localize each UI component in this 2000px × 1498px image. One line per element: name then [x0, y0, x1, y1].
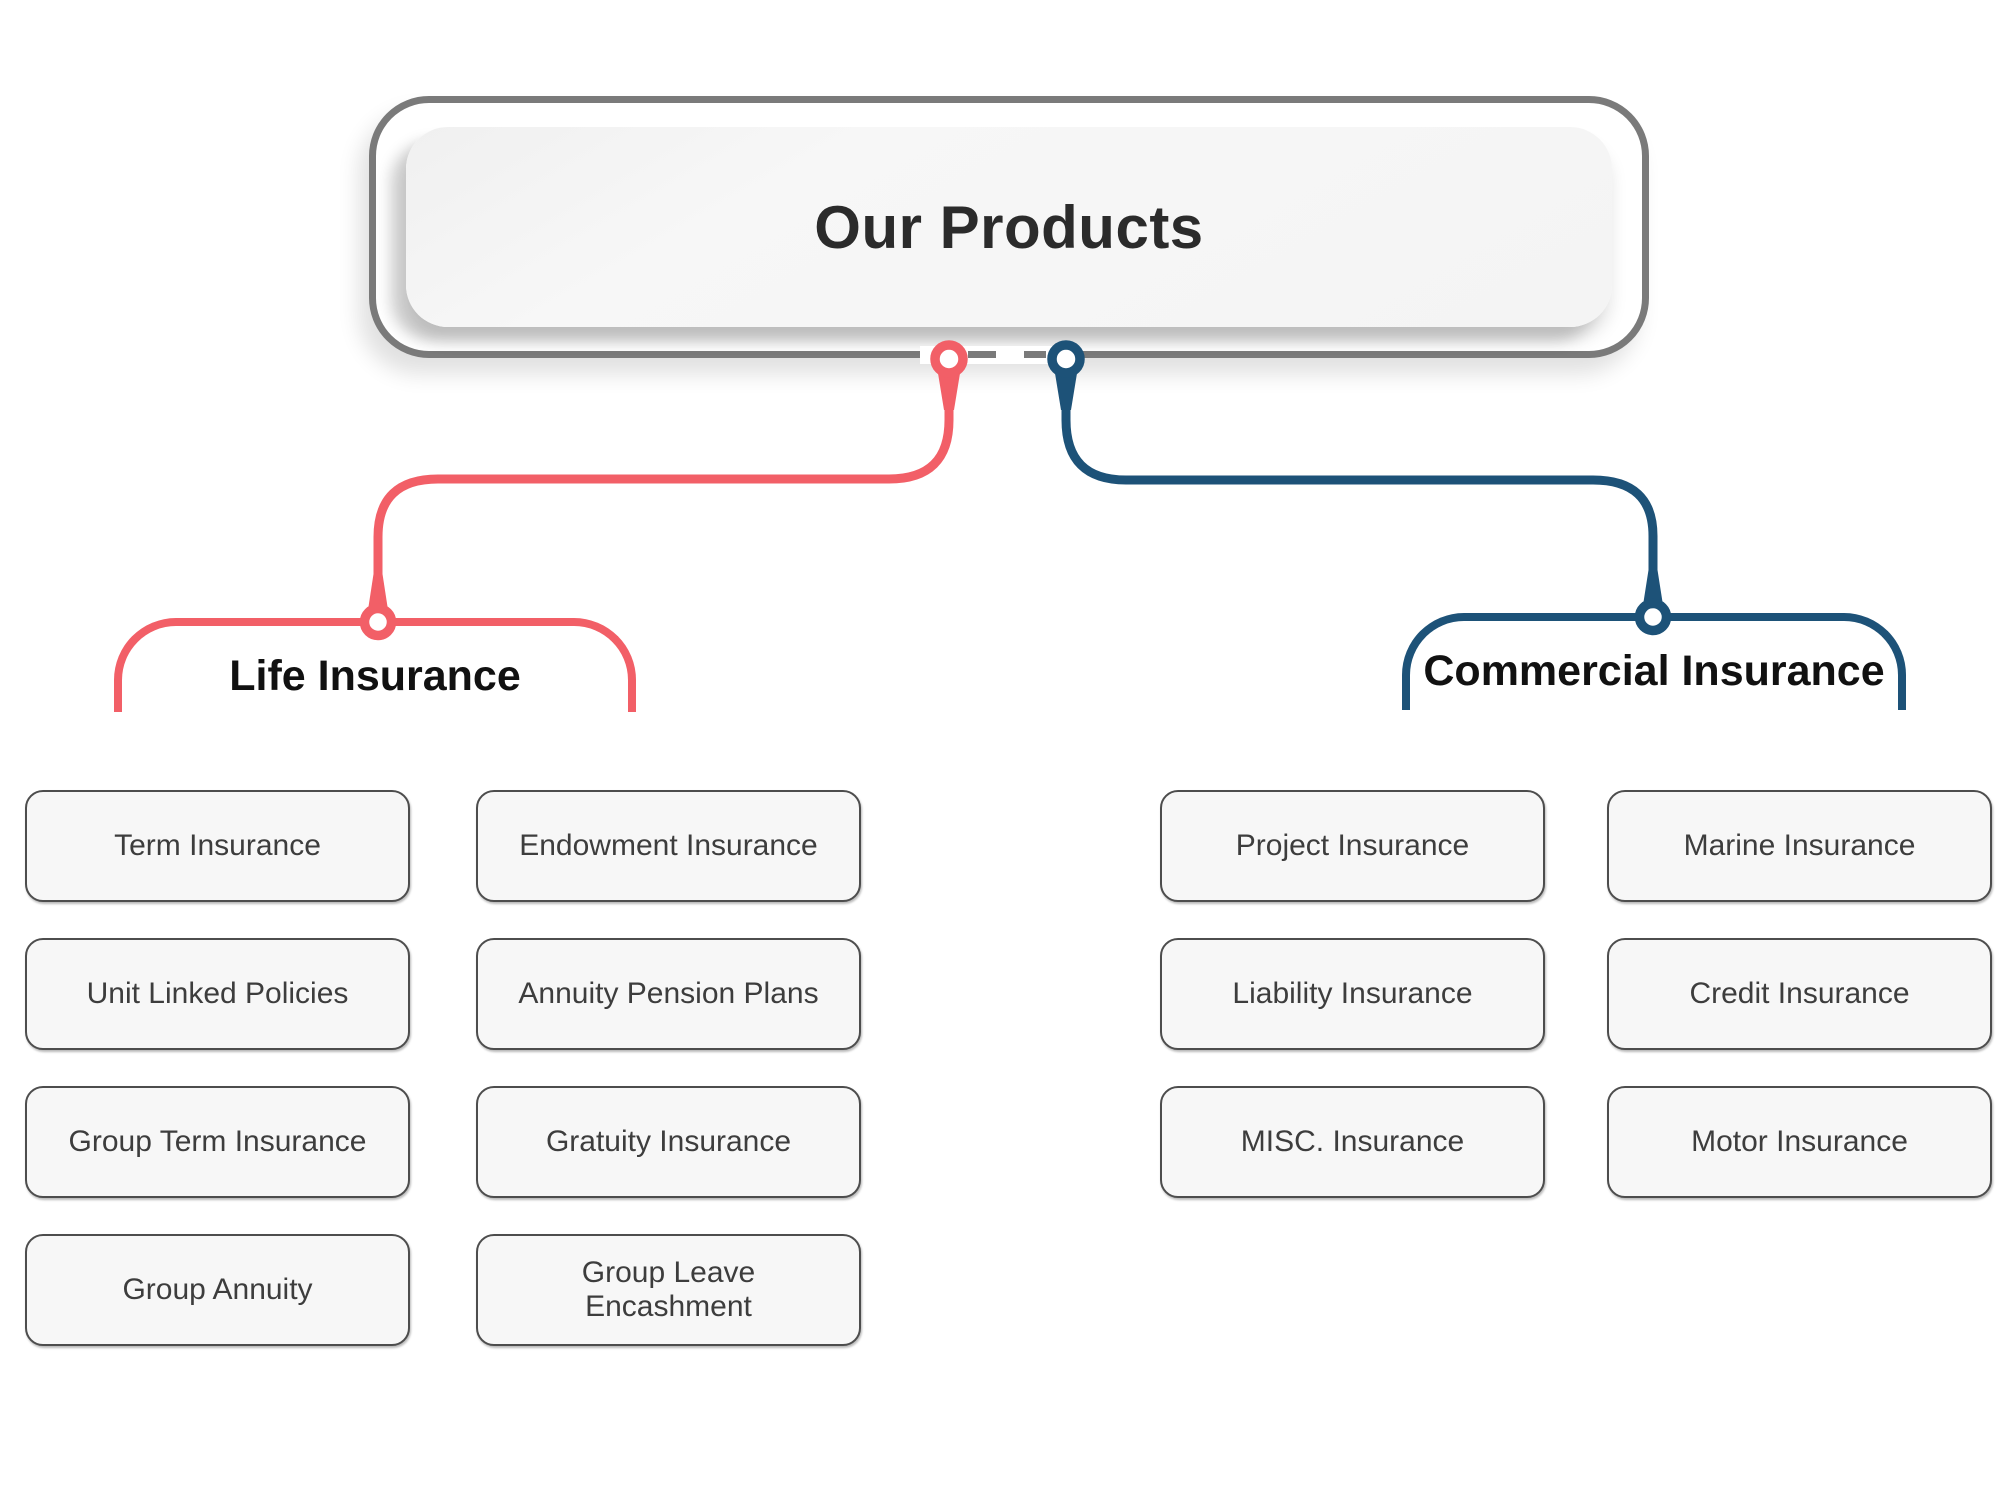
product-box-project-insurance: Project Insurance [1160, 790, 1545, 902]
product-box-term-insurance: Term Insurance [25, 790, 410, 902]
product-label: Group Leave Encashment [581, 1255, 756, 1324]
product-box-group-annuity: Group Annuity [25, 1234, 410, 1346]
product-label: Unit Linked Policies [86, 976, 349, 1010]
product-box-motor-insurance: Motor Insurance [1607, 1086, 1992, 1198]
product-label: Credit Insurance [1689, 976, 1910, 1010]
product-label: MISC. Insurance [1240, 1124, 1465, 1158]
product-box-liability-insurance: Liability Insurance [1160, 938, 1545, 1050]
product-box-unit-linked-policies: Unit Linked Policies [25, 938, 410, 1050]
product-label: Project Insurance [1235, 828, 1470, 862]
product-box-gratuity-insurance: Gratuity Insurance [476, 1086, 861, 1198]
product-box-endowment-insurance: Endowment Insurance [476, 790, 861, 902]
product-label: Annuity Pension Plans [518, 976, 819, 1010]
product-box-credit-insurance: Credit Insurance [1607, 938, 1992, 1050]
page-title: Our Products [814, 193, 1204, 261]
commercial-group-box: Commercial Insurance [1402, 613, 1906, 710]
commercial-connector-line [1061, 396, 1658, 606]
product-box-marine-insurance: Marine Insurance [1607, 790, 1992, 902]
product-box-group-leave-encashment: Group Leave Encashment [476, 1234, 861, 1346]
product-label: Liability Insurance [1232, 976, 1473, 1010]
product-label: Gratuity Insurance [545, 1124, 792, 1158]
title-inner-panel: Our Products [406, 127, 1612, 327]
life-product-grid: Term Insurance Endowment Insurance Unit … [25, 790, 861, 1346]
life-pin-tail-icon [936, 361, 962, 410]
commercial-pin-tail-icon [1053, 361, 1079, 410]
life-group-box: Life Insurance [114, 618, 636, 712]
product-label: Term Insurance [114, 828, 321, 862]
commercial-group-label: Commercial Insurance [1423, 647, 1885, 695]
product-label: Group Annuity [122, 1272, 313, 1306]
product-box-misc-insurance: MISC. Insurance [1160, 1086, 1545, 1198]
product-label: Group Term Insurance [68, 1124, 367, 1158]
commercial-product-grid: Project Insurance Marine Insurance Liabi… [1160, 790, 1992, 1198]
title-box: Our Products [369, 96, 1649, 358]
life-group-label: Life Insurance [229, 652, 521, 700]
product-box-group-term-insurance: Group Term Insurance [25, 1086, 410, 1198]
product-label: Marine Insurance [1683, 828, 1916, 862]
product-box-annuity-pension-plans: Annuity Pension Plans [476, 938, 861, 1050]
product-label: Motor Insurance [1691, 1124, 1908, 1158]
product-label: Endowment Insurance [519, 828, 818, 862]
life-connector-line [373, 396, 954, 612]
life-node-tail-icon [366, 574, 390, 623]
commercial-node-tail-icon [1641, 570, 1665, 618]
